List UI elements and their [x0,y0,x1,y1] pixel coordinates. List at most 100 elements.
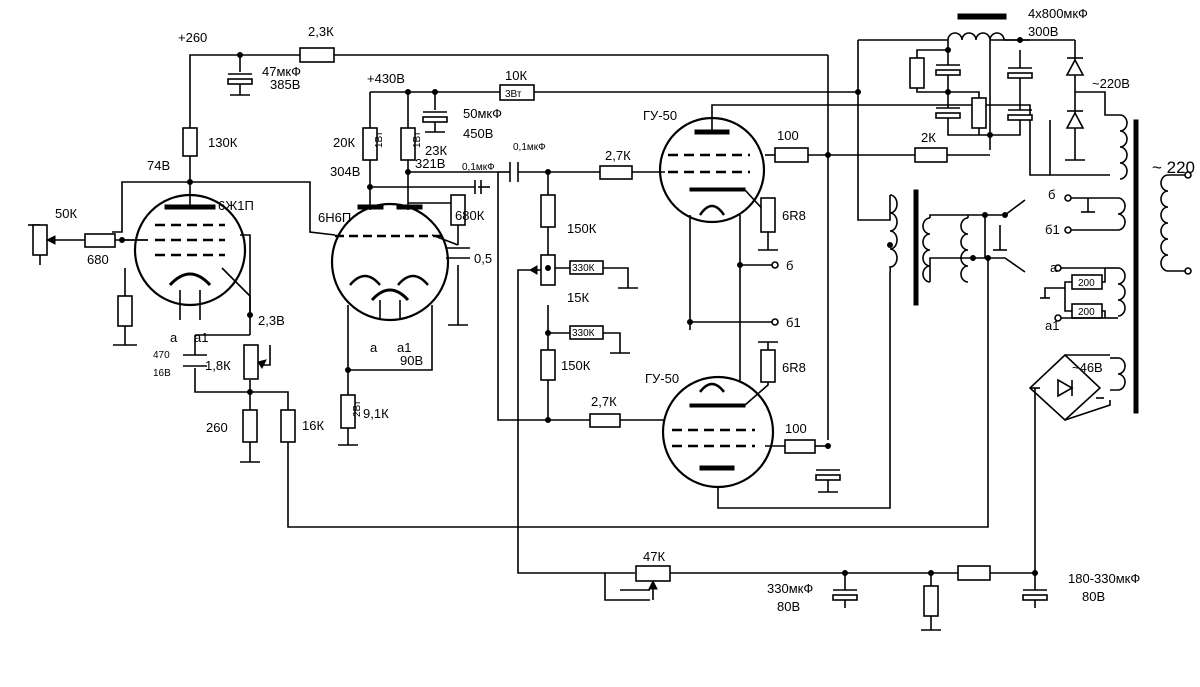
resistor-23k [400,127,416,161]
label-r-20k: 20К [333,135,355,150]
label-v2-3: 2,3В [258,313,285,328]
label-r-6r8-a: 6R8 [782,208,806,223]
wires-stage1 [28,54,989,528]
pot-wipers [45,235,941,631]
label-r-330k-b: 330К [572,328,595,339]
choke [947,13,1075,41]
label-v90: 90В [400,353,423,368]
label-c-0-1a: 0,1мкФ [462,162,495,173]
label-r-200-b: 200 [1078,307,1095,318]
label-c-4x800: 4х800мкФ [1028,6,1088,21]
label-r-680: 680 [87,252,109,267]
label-v74: 74В [147,158,170,173]
label-tb1: б1 [1045,222,1060,237]
resistor-150k-b [540,349,556,381]
resistor-cathode-a [117,295,133,327]
label-c-300v: 300В [1028,24,1058,39]
label-c-180: 180-330мкФ [1068,571,1140,586]
label-r-10k: 10К [505,68,527,83]
rectifier-diodes [1049,40,1120,176]
label-v430: +430В [367,71,405,86]
label-r-150k-a: 150К [567,221,597,236]
label-c-50v: 450В [463,126,493,141]
label-b: б [786,258,793,273]
label-c-470: 470 [153,350,170,361]
label-pin-a: а [170,330,178,345]
resistor-6r8-b [760,349,776,383]
label-tilde220-sec: ~220В [1092,76,1130,91]
label-r-680k: 680К [455,208,485,223]
resistor-2k [914,147,948,163]
label-tilde46: ~46В [1072,360,1103,375]
label-r-260: 260 [206,420,228,435]
resistor-psu-a [909,57,925,89]
label-r-1w-b: 1Вт [412,131,423,148]
label-r-130k: 130К [208,135,238,150]
label-ta: а [1050,260,1058,275]
label-tilde220: ~ 220 [1152,158,1195,177]
junctions [119,37,1038,576]
output-transformer [889,189,1026,306]
label-r-2-7k-b: 2,7К [591,394,617,409]
label-ta1: а1 [1045,318,1059,333]
label-c-470v: 16В [153,368,171,379]
label-6zh1p: 6Ж1П [218,198,254,213]
resistor-6r8-a [760,197,776,233]
label-r-16k: 16К [302,418,324,433]
resistor-130k [182,127,198,157]
resistor-psu-b [971,97,987,129]
resistor-1-8k [243,344,259,380]
resistor-2-3k [299,47,335,63]
label-tb: б [1048,187,1055,202]
label-r-9-1k: 9,1К [363,406,389,421]
label-b1: б1 [786,315,801,330]
label-c-330v: 80В [777,599,800,614]
label-r-23k: 23К [425,143,447,158]
label-r-150k-b: 150К [561,358,591,373]
resistor-680 [84,233,116,248]
resistor-100-b [784,439,816,454]
resistor-psu-d [923,585,939,617]
resistor-16k [280,409,296,443]
label-r-200-a: 200 [1078,278,1095,289]
label-r-330k-a: 330К [572,263,595,274]
tube-gu50-lower [661,370,775,489]
label-r-50k: 50К [55,206,77,221]
label-r-100-a: 100 [777,128,799,143]
labels: +260 2,3К 47мкФ 385В 130К 74В 6Ж1П 50К 6… [55,6,1195,614]
resistor-150k-a [540,194,556,228]
label-r-2k: 2К [921,130,936,145]
power-transformer [1040,114,1192,414]
wires-output [517,39,1050,601]
label-r-2-3k: 2,3К [308,24,334,39]
resistor-2-7k-b [589,413,621,428]
resistor-330k-a [569,260,604,275]
label-r-2-7k-a: 2,7К [605,148,631,163]
label-c-47v: 385В [270,77,300,92]
label-c-0-1b: 0,1мкФ [513,142,546,153]
resistor-100-a [774,147,809,163]
label-gu50-a: ГУ-50 [643,108,677,123]
tube-gu50-upper [658,116,766,224]
resistor-10k [499,84,535,101]
resistor-20k [362,127,378,161]
label-c-330: 330мкФ [767,581,813,596]
potentiometer-50k [32,224,48,256]
tube-6n6p [330,202,450,322]
label-v260: +260 [178,30,207,45]
label-r-1-8k: 1,8К [205,358,231,373]
label-6n6p: 6Н6П [318,210,351,225]
resistor-680k [450,194,466,226]
label-v321: 321В [415,156,445,171]
potentiometer-47k [635,565,671,582]
label-pin-a-b: а [370,340,378,355]
resistor-9-1k [340,394,356,429]
resistor-330k-b [569,325,604,340]
label-r-47k: 47К [643,549,665,564]
capacitors [183,49,1048,608]
label-c-47: 47мкФ [262,64,301,79]
label-r-3w: 3Вт [505,89,522,100]
label-gu50-b: ГУ-50 [645,371,679,386]
